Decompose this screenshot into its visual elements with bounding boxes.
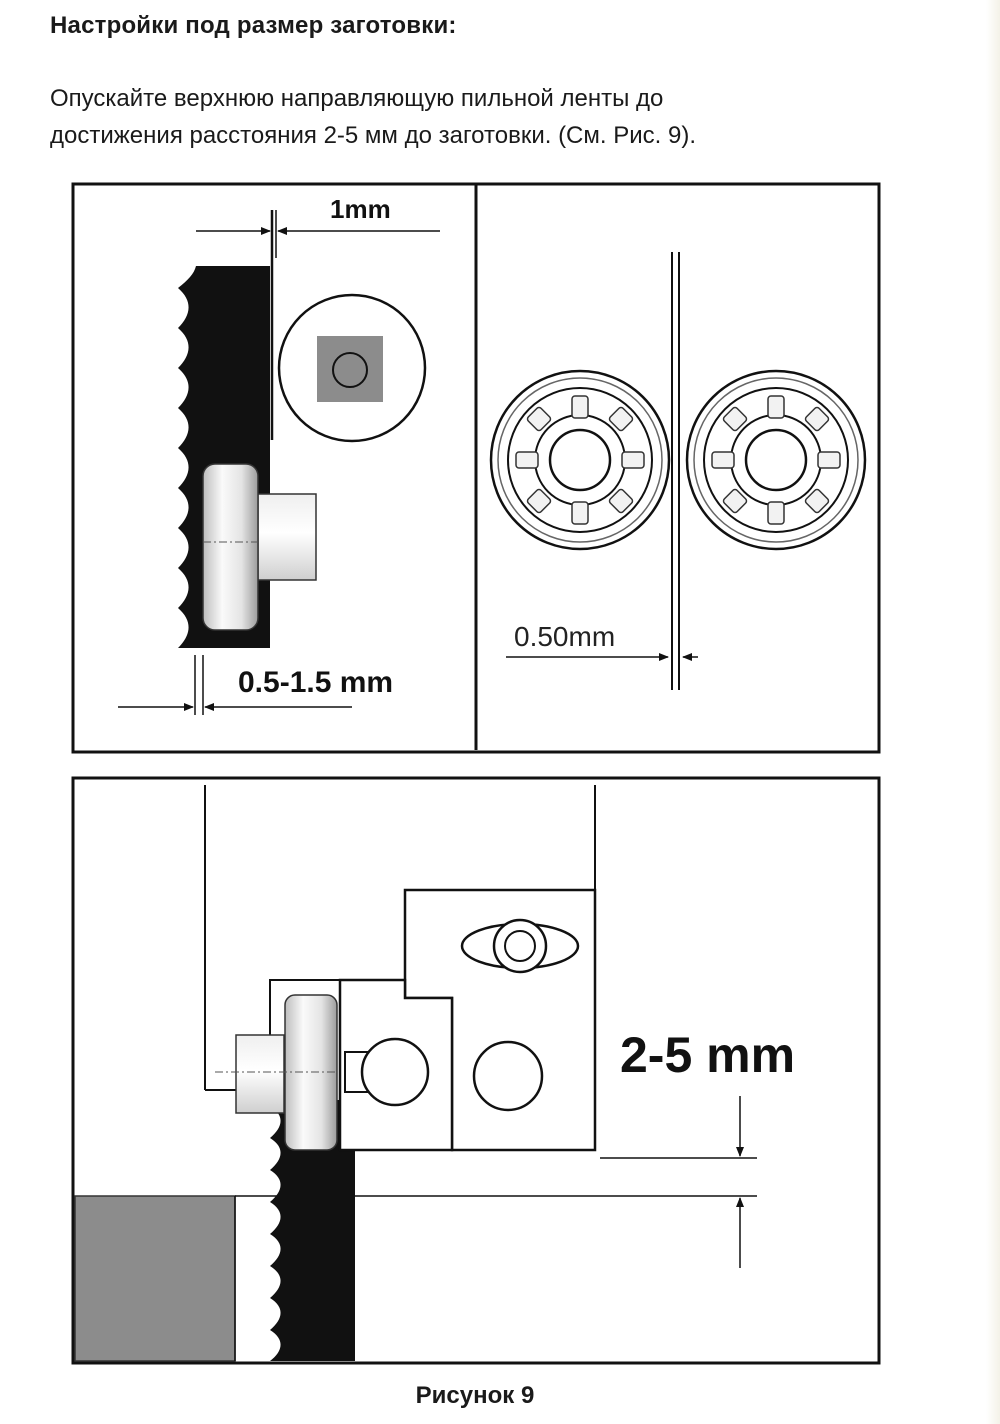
- workpiece: [74, 1195, 236, 1362]
- figure-frame: [71, 182, 881, 1365]
- panel-bearings: [489, 252, 867, 690]
- page-edge-shadow: [986, 0, 1000, 1424]
- paragraph-line-1: Опускайте верхнюю направляющую пильной л…: [50, 85, 664, 112]
- label-0-5-1-5mm: 0.5-1.5 mm: [238, 666, 393, 699]
- figure-caption: Рисунок 9: [415, 1382, 535, 1409]
- instruction-paragraph: Опускайте верхнюю направляющую пильной л…: [50, 80, 930, 154]
- section-heading: Настройки под размер заготовки:: [50, 12, 457, 39]
- label-2-5mm: 2-5 mm: [620, 1027, 795, 1083]
- saw-blade-vertical: [270, 1100, 355, 1361]
- label-0-50mm: 0.50mm: [514, 621, 615, 652]
- label-1mm: 1mm: [330, 194, 391, 224]
- panel-height-adjust: [74, 785, 757, 1362]
- paragraph-line-2: достижения расстояния 2-5 мм до заготовк…: [50, 122, 696, 149]
- bearing-left: [489, 369, 671, 551]
- bearing-right: [685, 369, 867, 551]
- panel-blade-guide: [118, 210, 440, 715]
